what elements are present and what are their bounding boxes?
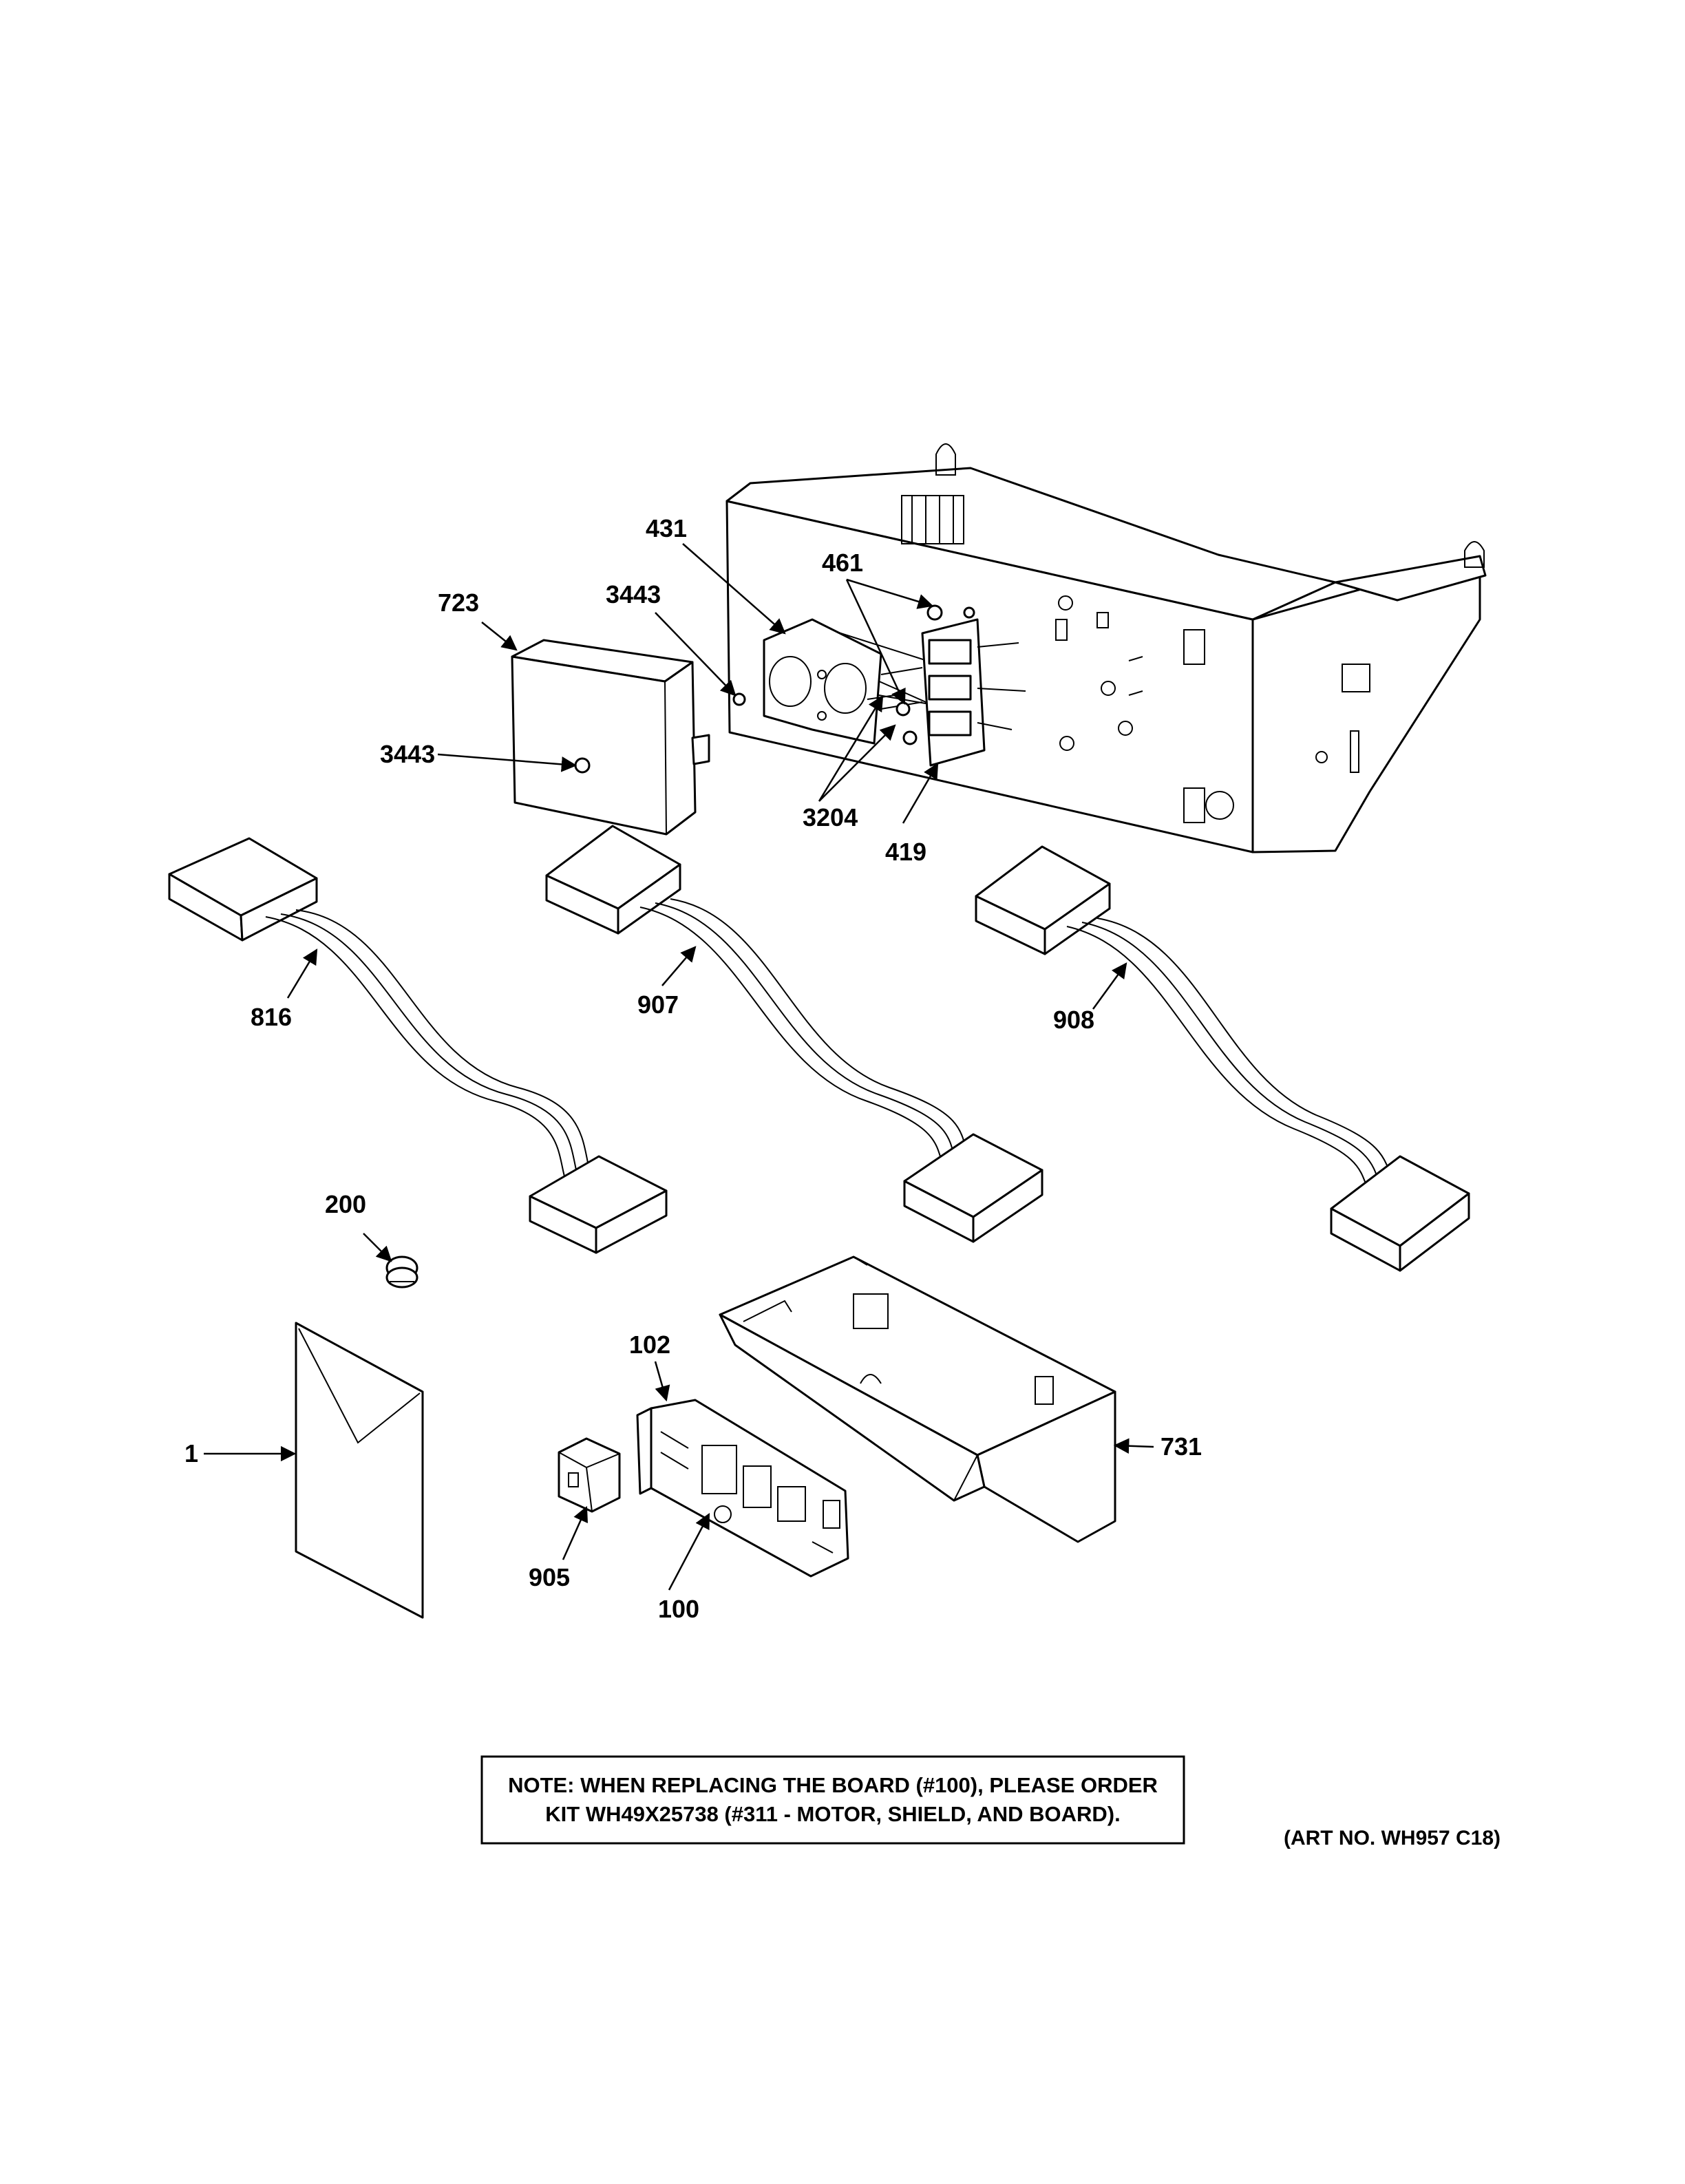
callout-3443-top: 3443 [606,580,661,608]
callout-907: 907 [637,990,679,1019]
screws-461 [896,604,975,745]
callout-431: 431 [646,514,687,542]
clamp [385,1255,418,1289]
control-board [636,1399,849,1578]
note-box: NOTE: WHEN REPLACING THE BOARD (#100), P… [480,1755,1185,1845]
callout-461: 461 [822,549,863,577]
terminal-block [867,618,1026,767]
callout-3443-left: 3443 [380,740,435,768]
manual-envelope [295,1322,424,1619]
callout-1: 1 [184,1439,198,1467]
mounting-plate [763,618,882,745]
harness-816 [168,837,668,1254]
callout-908: 908 [1053,1006,1094,1034]
note-line-1: NOTE: WHEN REPLACING THE BOARD (#100), P… [508,1773,1158,1797]
relay [558,1437,621,1513]
control-bracket [725,443,1487,854]
leader-lines [204,543,1154,1591]
cover-box [511,639,746,836]
callout-905: 905 [529,1563,570,1591]
callout-200: 200 [325,1190,366,1218]
callout-419: 419 [885,838,926,866]
harness-908 [975,845,1470,1272]
callout-816: 816 [251,1003,292,1031]
harness-907 [545,825,1043,1243]
callout-3204: 3204 [803,803,858,831]
shield-box [719,1255,1116,1543]
note-line-2: KIT WH49X25738 (#311 - MOTOR, SHIELD, AN… [545,1802,1120,1826]
callout-100: 100 [658,1595,699,1623]
callout-731: 731 [1161,1432,1202,1461]
callout-723: 723 [438,589,479,617]
art-number: (ART NO. WH957 C18) [1284,1827,1501,1849]
callout-102: 102 [629,1330,670,1359]
